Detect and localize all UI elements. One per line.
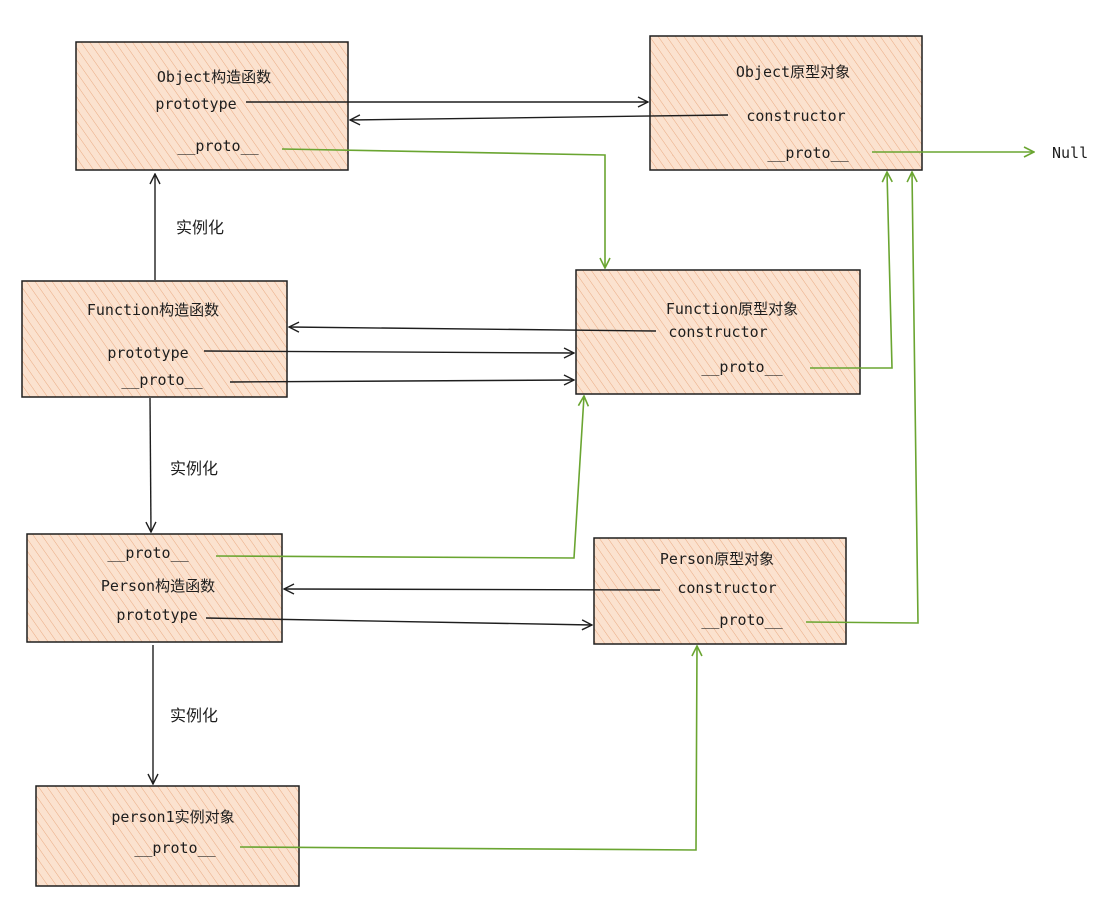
function-to-person-instantiate-arrow <box>150 397 151 532</box>
object-ctor-proto-green-arrow <box>281 148 605 268</box>
object-prototype-proto-label: __proto__ <box>767 144 849 162</box>
function-prototype-arrow <box>203 351 574 353</box>
null-label: Null <box>1052 144 1088 162</box>
person-prototype-box: Person原型对象 constructor __proto__ <box>593 537 847 645</box>
instantiate-label-1: 实例化 <box>176 218 224 237</box>
person-ctor-proto-green-arrow <box>215 396 584 559</box>
function-constructor-proto-label: __proto__ <box>121 371 203 389</box>
person-constructor-proto-label: __proto__ <box>107 544 189 562</box>
object-constructor-proto-label: __proto__ <box>177 137 259 155</box>
function-proto-to-object-proto-green-arrow <box>810 172 892 369</box>
person-prototype-title: Person原型对象 <box>660 550 774 568</box>
function-prototype-box: Function原型对象 constructor __proto__ <box>575 269 861 395</box>
person-constructor-title: Person构造函数 <box>101 577 215 595</box>
instantiate-label-2: 实例化 <box>170 459 218 478</box>
person1-instance-title: person1实例对象 <box>111 808 234 826</box>
object-constructor-box: Object构造函数 prototype __proto__ <box>75 41 349 171</box>
person1-instance-proto-label: __proto__ <box>134 839 216 857</box>
function-constructor-box: Function构造函数 prototype __proto__ <box>21 280 288 398</box>
object-prototype-title: Object原型对象 <box>736 63 850 81</box>
function-prototype-constructor-label: constructor <box>668 323 767 341</box>
function-constructor-back-arrow <box>289 327 657 331</box>
object-prototype-box: Object原型对象 constructor __proto__ <box>649 35 923 171</box>
person-constructor-back-arrow <box>284 589 661 590</box>
person1-instance-box: person1实例对象 __proto__ <box>35 785 300 887</box>
person-prototype-proto-label: __proto__ <box>701 611 783 629</box>
person-proto-to-object-proto-green-arrow <box>805 172 919 624</box>
object-prototype-constructor-label: constructor <box>746 107 845 125</box>
function-proto-self-arrow <box>229 380 574 382</box>
object-constructor-prototype-label: prototype <box>155 95 236 113</box>
object-constructor-title: Object构造函数 <box>157 68 271 86</box>
instantiate-label-3: 实例化 <box>170 706 218 725</box>
function-constructor-prototype-label: prototype <box>107 344 188 362</box>
person1-proto-green-arrow <box>239 646 697 851</box>
person-constructor-box: __proto__ Person构造函数 prototype <box>26 533 283 643</box>
function-constructor-title: Function构造函数 <box>87 301 219 319</box>
person-prototype-constructor-label: constructor <box>677 579 776 597</box>
function-prototype-proto-label: __proto__ <box>701 358 783 376</box>
function-prototype-title: Function原型对象 <box>666 300 798 318</box>
object-constructor-back-arrow <box>350 115 729 120</box>
person-constructor-prototype-label: prototype <box>116 606 197 624</box>
person-prototype-arrow <box>205 617 592 625</box>
